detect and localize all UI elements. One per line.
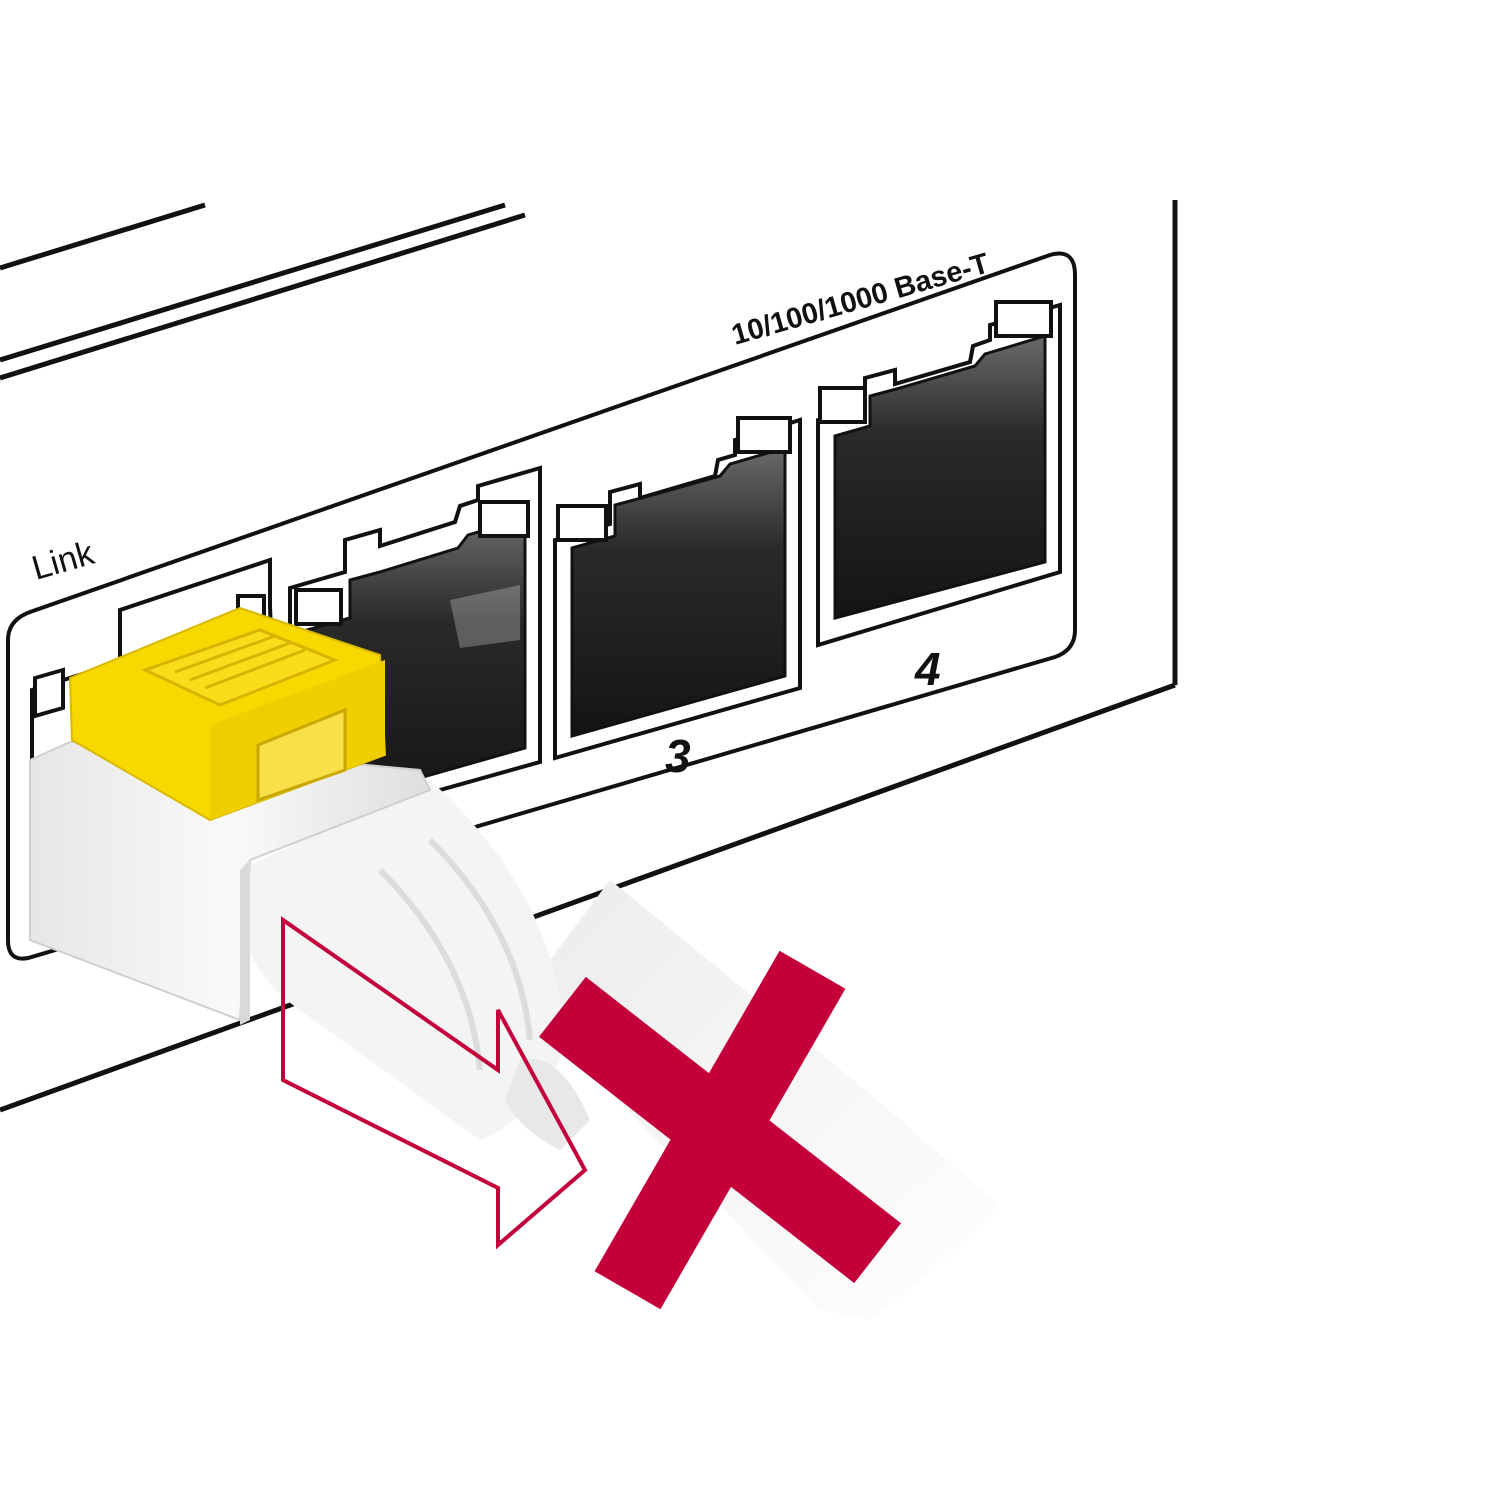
port-4-led-right xyxy=(994,300,1053,338)
port-3-opening xyxy=(570,446,787,738)
port-4-led-left xyxy=(818,386,867,424)
port-3 xyxy=(553,416,802,761)
arrow-right-icon xyxy=(281,916,588,1250)
plug-side xyxy=(240,860,250,1025)
port-2-led-left xyxy=(294,588,343,626)
speed-label: 10/100/1000 Base-T xyxy=(728,248,993,352)
housing-front-edge-1 xyxy=(0,202,506,363)
port-3-led-left xyxy=(556,504,608,542)
x-icon xyxy=(539,950,901,1310)
housing-top-edge xyxy=(0,202,206,271)
port-panel-frame xyxy=(6,251,1077,961)
clip-grip xyxy=(141,628,340,707)
port-3-led-right xyxy=(736,416,792,454)
housing-front-edge-2 xyxy=(0,212,526,381)
port-3-number: 3 xyxy=(665,730,691,782)
port-2-led-right xyxy=(478,500,530,538)
housing-bottom-edge xyxy=(0,682,1176,1113)
port-4 xyxy=(816,300,1062,648)
port-2-highlight xyxy=(450,585,520,648)
clip-window xyxy=(256,707,347,803)
locking-clip xyxy=(68,606,387,822)
port-4-number: 4 xyxy=(914,643,941,695)
port-1-led-left xyxy=(33,667,65,719)
link-label: Link xyxy=(28,534,99,588)
port-4-opening xyxy=(833,333,1047,620)
switch-housing xyxy=(0,200,1178,1113)
